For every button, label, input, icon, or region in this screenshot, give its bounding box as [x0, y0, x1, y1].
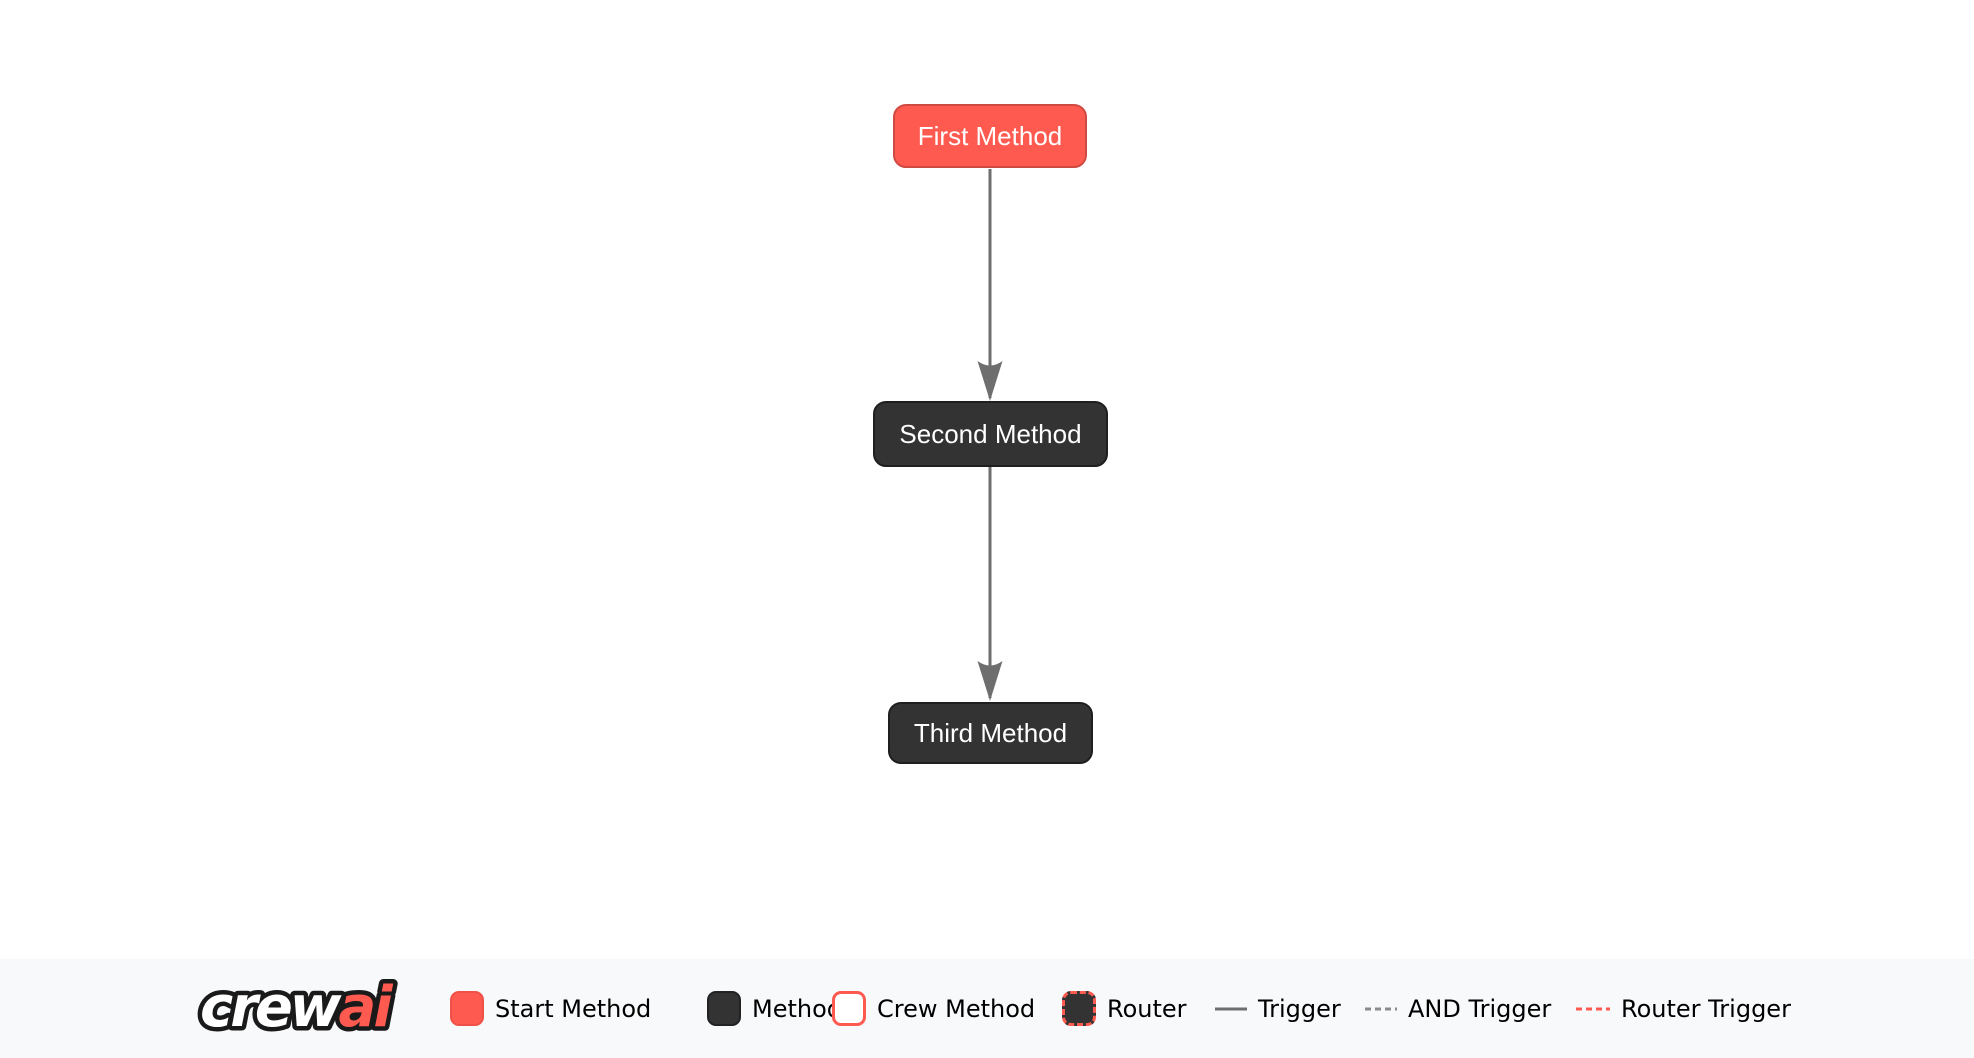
- node-second-method[interactable]: Second Method: [873, 401, 1108, 467]
- legend-label: Router Trigger: [1621, 994, 1791, 1023]
- legend-item-start-method: Start Method: [450, 959, 651, 1058]
- start-method-swatch-icon: [450, 991, 484, 1026]
- legend-label: Trigger: [1258, 994, 1341, 1023]
- trigger-edge-second-to-third: [977, 467, 1003, 701]
- legend-item-trigger: Trigger: [1215, 959, 1341, 1058]
- legend-bar: [0, 959, 1974, 1058]
- node-label: Third Method: [913, 717, 1068, 748]
- legend-label: Start Method: [495, 994, 652, 1023]
- node-label: First Method: [917, 120, 1063, 151]
- flow-canvas[interactable]: First Method Second Method Third Method: [0, 0, 1974, 959]
- legend-item-and-trigger: AND Trigger: [1365, 959, 1551, 1058]
- router-trigger-line-icon: [1576, 1007, 1610, 1010]
- trigger-edge-first-to-second: [977, 169, 1003, 401]
- legend-item-method: Method: [707, 959, 842, 1058]
- legend-item-crew-method: Crew Method: [832, 959, 1035, 1058]
- arrowhead-down-icon: [977, 361, 1003, 401]
- arrowhead-down-icon: [977, 661, 1003, 701]
- node-first-method[interactable]: First Method: [893, 104, 1087, 168]
- legend-label: AND Trigger: [1408, 994, 1552, 1023]
- trigger-line-icon: [1215, 1007, 1247, 1010]
- node-third-method[interactable]: Third Method: [888, 702, 1093, 764]
- and-trigger-line-icon: [1365, 1007, 1397, 1010]
- legend-label: Crew Method: [877, 994, 1036, 1023]
- logo-ai-text: ai: [339, 975, 394, 1040]
- svg-text:crewai: crewai: [200, 975, 393, 1040]
- node-label: Second Method: [899, 418, 1082, 449]
- legend-label: Method: [752, 994, 843, 1023]
- router-swatch-icon: [1062, 991, 1096, 1026]
- legend-item-router-trigger: Router Trigger: [1576, 959, 1791, 1058]
- crewai-logo: crewai: [196, 971, 401, 1045]
- legend-item-router: Router: [1062, 959, 1187, 1058]
- method-swatch-icon: [707, 991, 741, 1026]
- crew-method-swatch-icon: [832, 991, 866, 1026]
- logo-crew-text: crew: [200, 975, 342, 1040]
- legend-label: Router: [1107, 994, 1187, 1023]
